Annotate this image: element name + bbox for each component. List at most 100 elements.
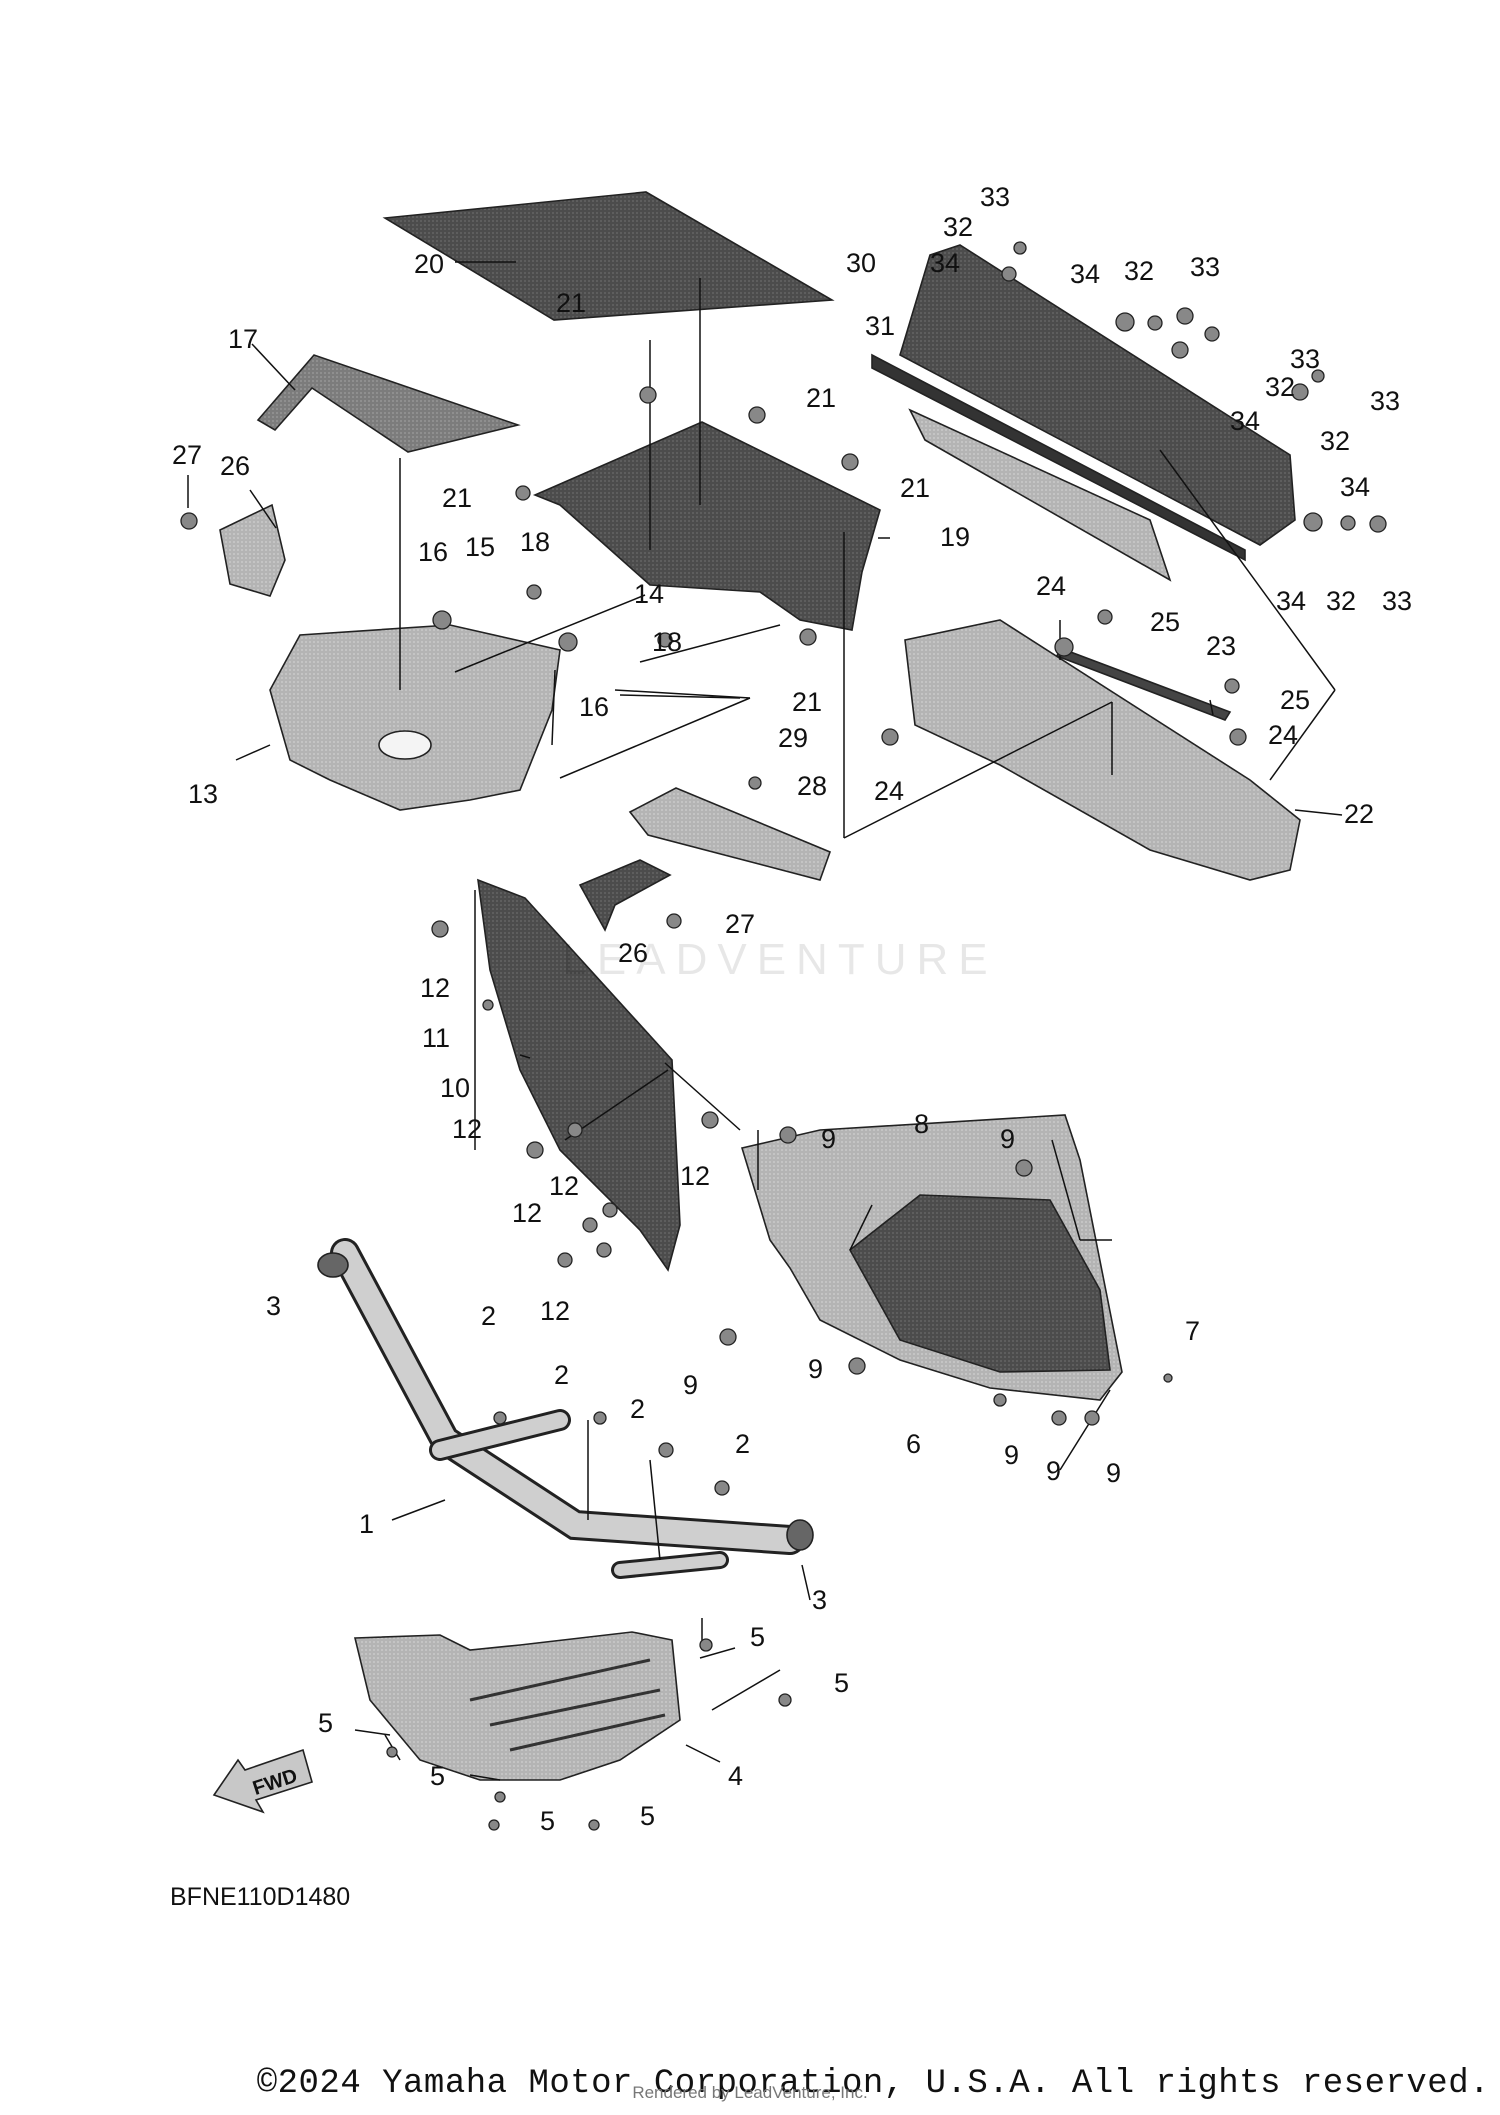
fastener (993, 1393, 1007, 1407)
callout-label: 34 (1070, 259, 1100, 289)
callout-label: 27 (172, 440, 202, 470)
fastener (432, 610, 452, 630)
callout-label: 34 (1230, 406, 1260, 436)
callout-label: 33 (1290, 344, 1320, 374)
fastener (778, 1693, 792, 1707)
callout-label: 5 (540, 1806, 555, 1836)
callout-label: 2 (630, 1394, 645, 1424)
fastener (494, 1791, 506, 1803)
callout-label: 18 (520, 527, 550, 557)
callout-label: 12 (680, 1161, 710, 1191)
callout-label: 12 (549, 1171, 579, 1201)
fastener (1097, 609, 1113, 625)
fastener (1340, 515, 1356, 531)
callout-label: 7 (1185, 1316, 1200, 1346)
part-13-hole (378, 730, 432, 760)
callout-label: 16 (418, 537, 448, 567)
callout-label: 3 (266, 1291, 281, 1321)
part-22-panel (904, 619, 1301, 881)
callout-label: 33 (1370, 386, 1400, 416)
fastener (593, 1411, 607, 1425)
fastener (714, 1480, 730, 1496)
callout-label: 33 (980, 182, 1010, 212)
part-shapes (212, 191, 1301, 1814)
fastener (881, 728, 899, 746)
callout-label: 9 (1004, 1440, 1019, 1470)
callout-label: 16 (579, 692, 609, 722)
fastener (515, 485, 531, 501)
fastener (386, 1746, 398, 1758)
part-28-bar (628, 787, 832, 881)
part-13-box (269, 624, 561, 811)
fastener (1369, 515, 1387, 533)
callout-label: 22 (1344, 799, 1374, 829)
callout-label: 33 (1382, 586, 1412, 616)
fastener (699, 1638, 713, 1652)
fastener (1229, 728, 1247, 746)
callout-label: 24 (874, 776, 904, 806)
fastener (431, 920, 449, 938)
part-4-skidplate-ribs (469, 1658, 666, 1752)
part-1-bumper (330, 1238, 805, 1579)
fastener (567, 1122, 583, 1138)
callout-label: 8 (914, 1109, 929, 1139)
callout-label: 25 (1150, 607, 1180, 637)
fwd-arrow-shape (212, 1748, 313, 1814)
callout-label: 4 (728, 1761, 743, 1791)
callout-label: 17 (228, 324, 258, 354)
fastener (557, 1252, 573, 1268)
callout-label: 2 (735, 1429, 750, 1459)
callout-label: 5 (430, 1761, 445, 1791)
fastener (799, 628, 817, 646)
callout-label: 33 (1190, 252, 1220, 282)
callout-label: 12 (540, 1296, 570, 1326)
callout-label: 32 (1326, 586, 1356, 616)
callout-label: 5 (834, 1668, 849, 1698)
fastener (1147, 315, 1163, 331)
callout-label: 21 (900, 473, 930, 503)
callout-label: 2 (554, 1360, 569, 1390)
callout-label: 19 (940, 522, 970, 552)
fastener (658, 1442, 674, 1458)
part-31-strip (871, 353, 1246, 562)
callout-label: 9 (683, 1370, 698, 1400)
fastener (1001, 266, 1017, 282)
callout-label: 1 (359, 1509, 374, 1539)
callout-label: 15 (465, 532, 495, 562)
fastener (1051, 1410, 1067, 1426)
part-20-mat (382, 191, 835, 321)
callout-label: 5 (318, 1708, 333, 1738)
part-30-lower (908, 408, 1172, 582)
watermark-logo: LEADVENTURE (562, 935, 998, 984)
fastener (748, 776, 762, 790)
fastener (748, 406, 766, 424)
callout-label: 9 (1106, 1458, 1121, 1488)
fasteners (180, 241, 1387, 1831)
fastener (719, 1328, 737, 1346)
copyright-text: ©2024 Yamaha Motor Corporation, U.S.A. A… (256, 2065, 1490, 2103)
callout-label: 9 (1000, 1124, 1015, 1154)
callout-label: 21 (806, 383, 836, 413)
fastener (558, 632, 578, 652)
fastener (526, 1141, 544, 1159)
callout-label: 32 (1320, 426, 1350, 456)
callout-label: 21 (442, 483, 472, 513)
callout-label: 5 (750, 1622, 765, 1652)
callout-label: 12 (512, 1198, 542, 1228)
callout-label: 18 (652, 627, 682, 657)
part-17-liner (256, 354, 521, 453)
fastener (1163, 1373, 1173, 1383)
part-6-fender-inner (848, 1194, 1111, 1373)
callout-label: 26 (220, 451, 250, 481)
callout-label: 23 (1206, 631, 1236, 661)
fastener (701, 1111, 719, 1129)
callout-label: 21 (792, 687, 822, 717)
fastener (582, 1217, 598, 1233)
fastener (1311, 369, 1325, 383)
callout-label: 10 (440, 1073, 470, 1103)
part-3-cap-right (786, 1519, 814, 1551)
callout-label: 24 (1268, 720, 1298, 750)
callout-label: 9 (1046, 1456, 1061, 1486)
fastener (526, 584, 542, 600)
